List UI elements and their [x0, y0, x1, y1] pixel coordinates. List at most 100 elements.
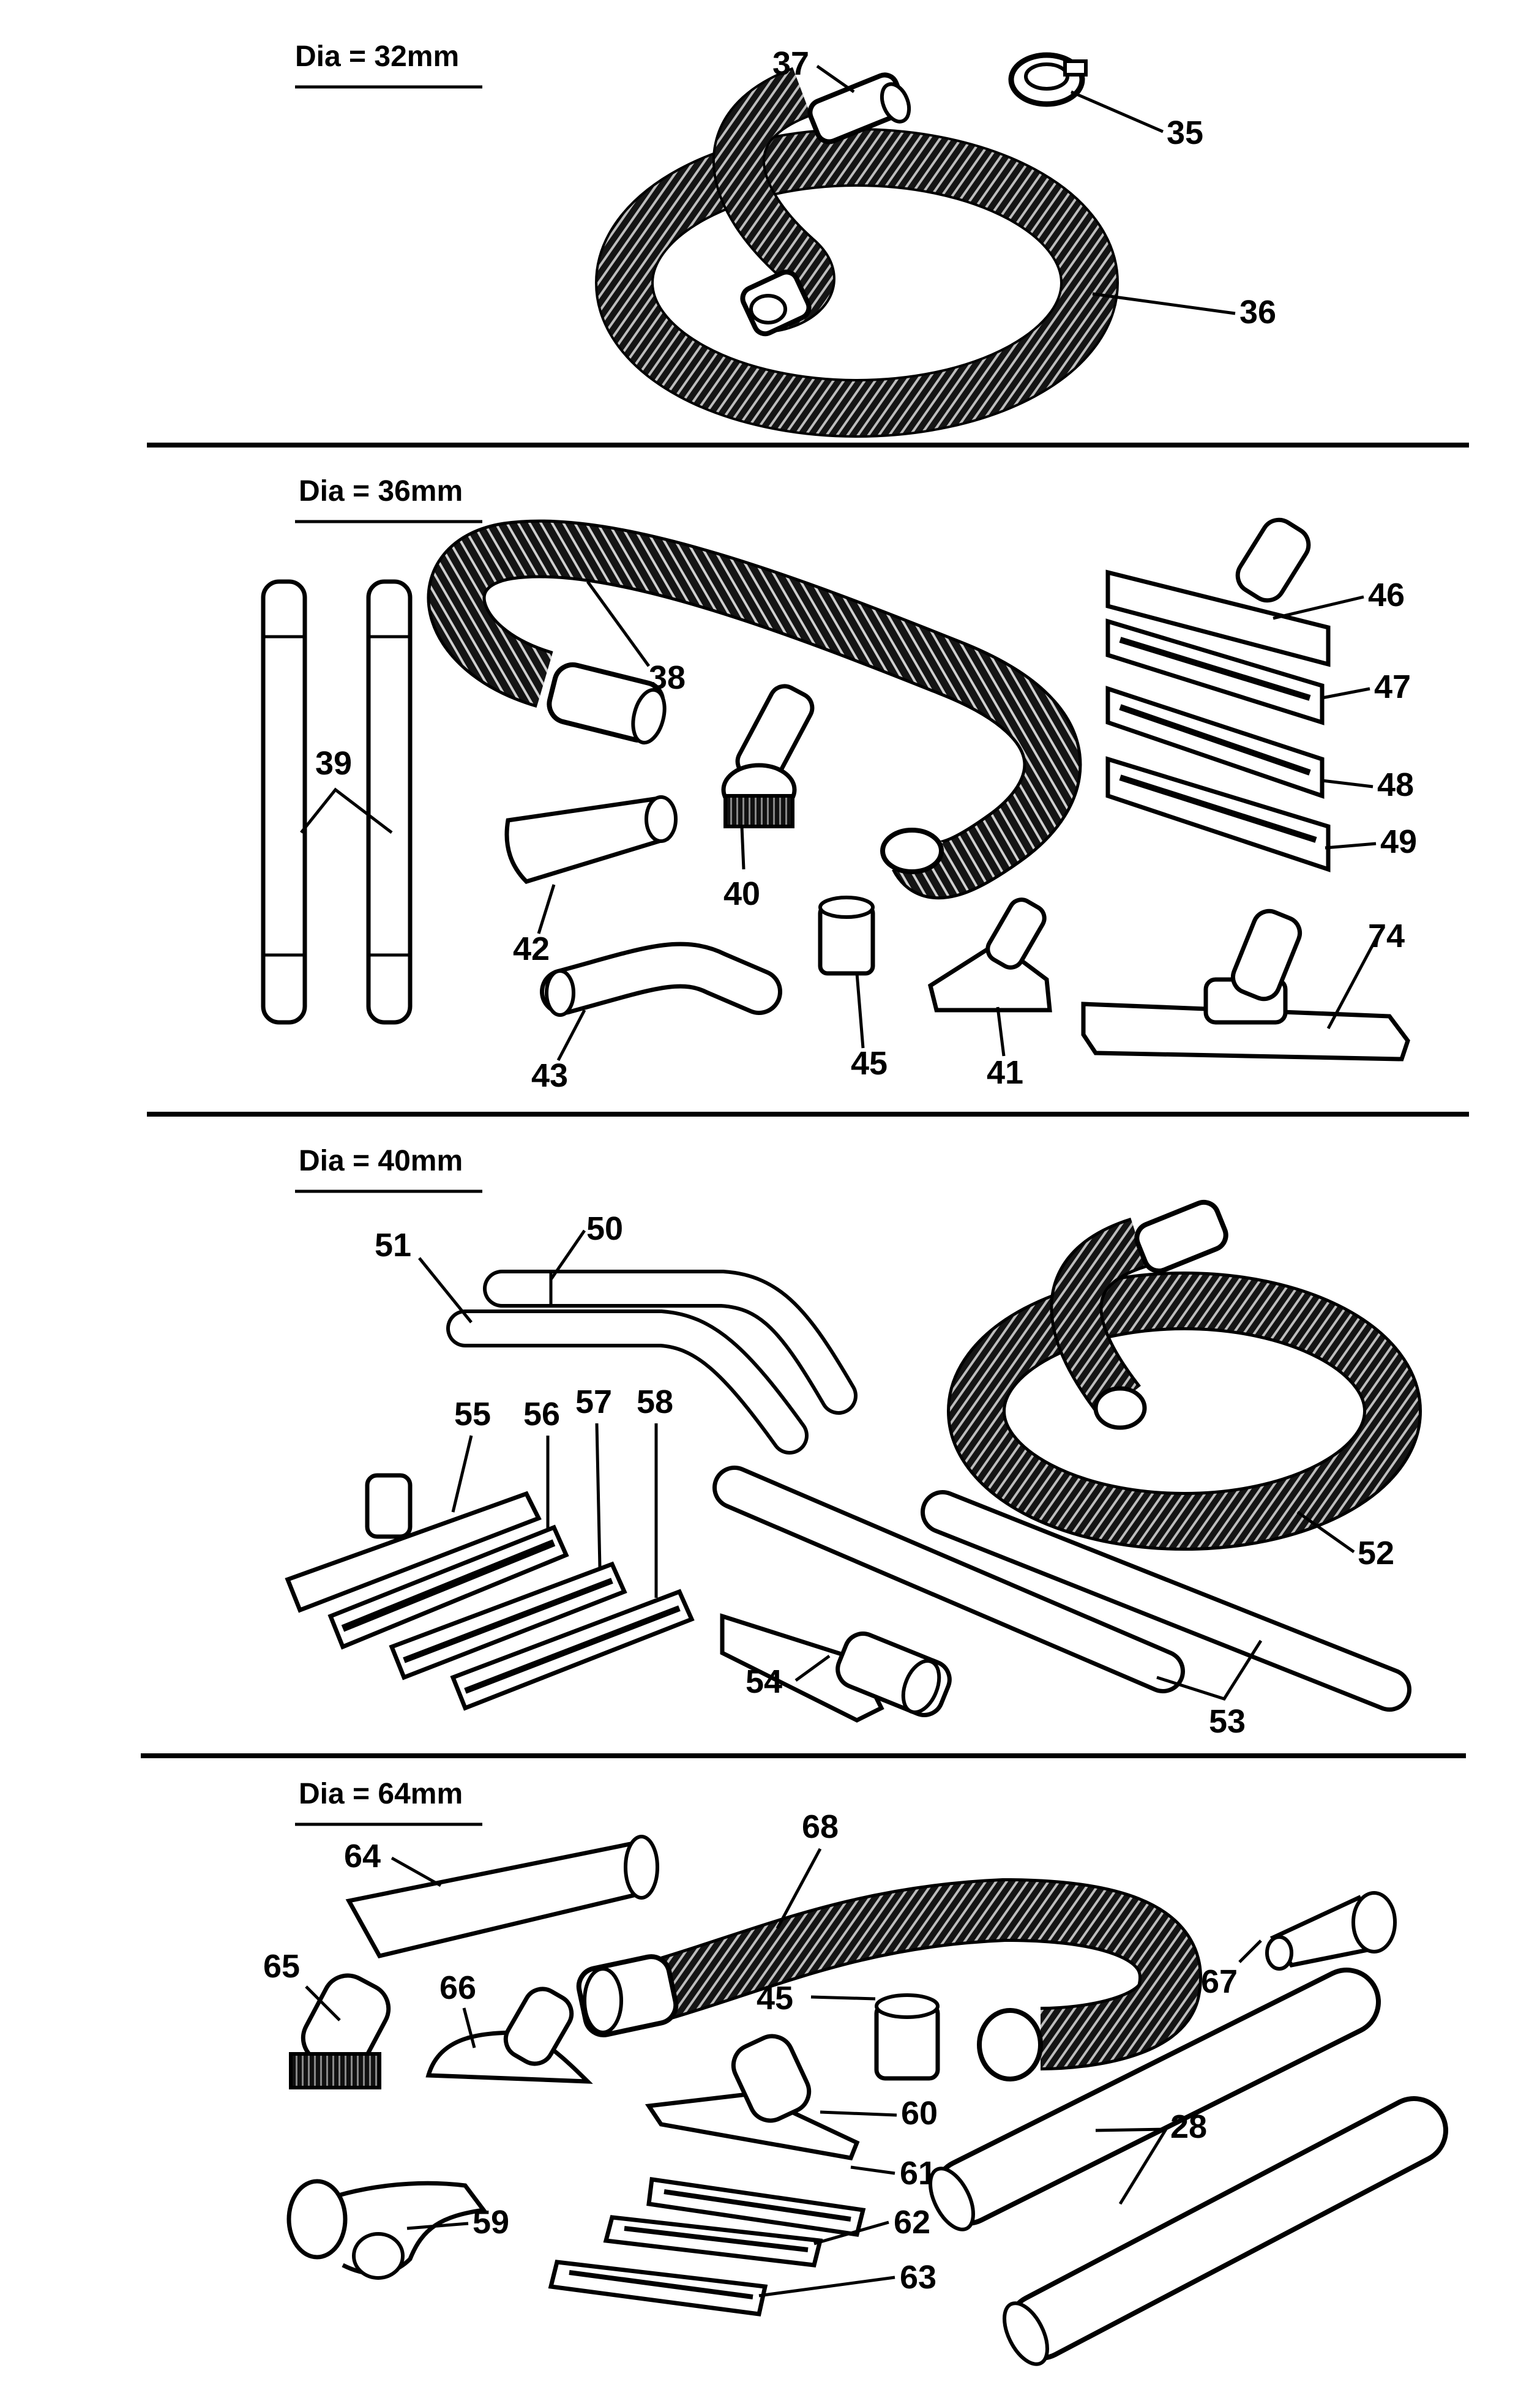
section-36mm: Dia = 36mm 39 38 40 [261, 475, 1417, 1094]
part-label-53: 53 [1209, 1703, 1246, 1740]
part-label-45: 45 [851, 1045, 888, 1082]
leader-line [740, 826, 746, 870]
part-label-62: 62 [894, 2204, 930, 2241]
reducer-part-67 [1265, 1891, 1397, 1971]
leader-line [816, 64, 855, 94]
floor-insert-part-61 [646, 2177, 866, 2237]
part-label-48: 48 [1377, 766, 1414, 803]
end-fitting-part-37 [807, 72, 911, 144]
leader-line [406, 2222, 469, 2230]
floor-insert-part-47 [1105, 618, 1325, 725]
leader-line [1273, 595, 1364, 620]
section-heading: Dia = 40mm [299, 1145, 463, 1177]
floor-insert-part-57 [389, 1561, 627, 1680]
dusting-brush-part-40 [721, 684, 815, 828]
part-label-50: 50 [586, 1210, 623, 1247]
part-label-45: 45 [757, 1980, 793, 2017]
leader-line [418, 1257, 473, 1324]
bent-adapter-part-59 [286, 2179, 488, 2280]
part-label-41: 41 [987, 1054, 1023, 1091]
part-label-46: 46 [1368, 577, 1405, 613]
part-label-51: 51 [375, 1227, 411, 1264]
leader-line [758, 2276, 895, 2298]
floor-insert-part-63 [548, 2260, 768, 2317]
part-label-60: 60 [901, 2095, 938, 2132]
part-label-37: 37 [772, 45, 809, 82]
curved-wand-part-51 [446, 1309, 809, 1455]
leader-line [1095, 2127, 1169, 2205]
hose-part-36 [595, 67, 1119, 438]
part-label-28: 28 [1170, 2108, 1207, 2145]
part-label-65: 65 [263, 1948, 300, 1985]
part-label-64: 64 [344, 1838, 381, 1875]
leader-line [1071, 90, 1164, 133]
section-heading: Dia = 32mm [295, 40, 459, 73]
hose-part-38 [427, 519, 1082, 900]
leader-line [810, 1995, 876, 2001]
crevice-tool-part-54 [720, 1613, 952, 1723]
part-label-54: 54 [746, 1663, 782, 1700]
extension-tubes-part-39 [261, 579, 413, 1025]
adapter-part-45 [874, 1993, 940, 2081]
dusting-brush-part-65 [289, 1973, 391, 2089]
section-heading: Dia = 36mm [299, 475, 463, 508]
part-label-40: 40 [723, 875, 760, 912]
leader-line [462, 2007, 476, 2048]
crevice-tool-part-64 [345, 1835, 659, 1959]
leader-line [820, 2110, 897, 2117]
part-label-52: 52 [1358, 1535, 1394, 1571]
extension-tubes-part-53 [712, 1466, 1411, 1712]
part-label-35: 35 [1167, 114, 1203, 151]
floor-insert-part-62 [603, 2215, 823, 2268]
leader-line [1296, 1510, 1355, 1554]
hose-clip-part-35 [1008, 52, 1088, 107]
part-label-47: 47 [1374, 669, 1411, 705]
leader-line [1238, 1939, 1262, 1963]
leader-line [776, 1848, 822, 1930]
hose-part-52 [947, 1199, 1422, 1551]
section-40mm: Dia = 40mm 50 51 52 [285, 1145, 1422, 1740]
part-label-68: 68 [802, 1808, 839, 1845]
leader-line [556, 1009, 586, 1062]
part-label-58: 58 [637, 1384, 673, 1420]
leader-line [1326, 935, 1379, 1030]
floor-insert-part-48 [1105, 686, 1325, 799]
leader-line [391, 1856, 442, 1887]
leader-line [1092, 292, 1236, 315]
part-label-49: 49 [1380, 823, 1417, 860]
upholstery-nozzle-part-41 [927, 897, 1052, 1013]
part-label-66: 66 [439, 1969, 476, 2006]
section-32mm: Dia = 32mm 37 35 36 [295, 40, 1276, 438]
leader-line [1325, 842, 1377, 850]
floor-insert-part-58 [450, 1589, 695, 1711]
section-64mm: Dia = 64mm 64 65 66 68 [263, 1778, 1448, 2366]
part-label-67: 67 [1201, 1963, 1238, 2000]
leader-line [1321, 687, 1370, 700]
part-label-36: 36 [1239, 294, 1276, 331]
part-label-74: 74 [1368, 918, 1405, 954]
leader-line [1156, 1639, 1263, 1701]
extension-tubes-part-28 [929, 1968, 1448, 2366]
part-label-55: 55 [454, 1396, 491, 1433]
floor-insert-part-56 [327, 1524, 569, 1650]
adapter-part-45 [818, 896, 875, 976]
part-label-57: 57 [575, 1384, 612, 1420]
leader-line [300, 787, 393, 834]
leader-line [549, 1229, 586, 1281]
leader-line [537, 884, 556, 934]
leader-line [794, 1654, 831, 1682]
leader-line [305, 1985, 341, 2021]
crevice-tool-part-42 [504, 795, 678, 884]
part-label-63: 63 [900, 2259, 936, 2296]
part-label-38: 38 [649, 659, 686, 696]
leader-line [813, 2220, 889, 2246]
part-label-39: 39 [315, 745, 352, 782]
leader-line [451, 1435, 473, 1513]
leader-line [855, 973, 865, 1049]
floor-insert-part-49 [1105, 756, 1331, 872]
part-label-56: 56 [523, 1396, 560, 1433]
floor-tool-part-55 [285, 1473, 542, 1613]
floor-tool-part-60 [645, 2034, 860, 2160]
hose-part-68 [576, 1878, 1202, 2081]
